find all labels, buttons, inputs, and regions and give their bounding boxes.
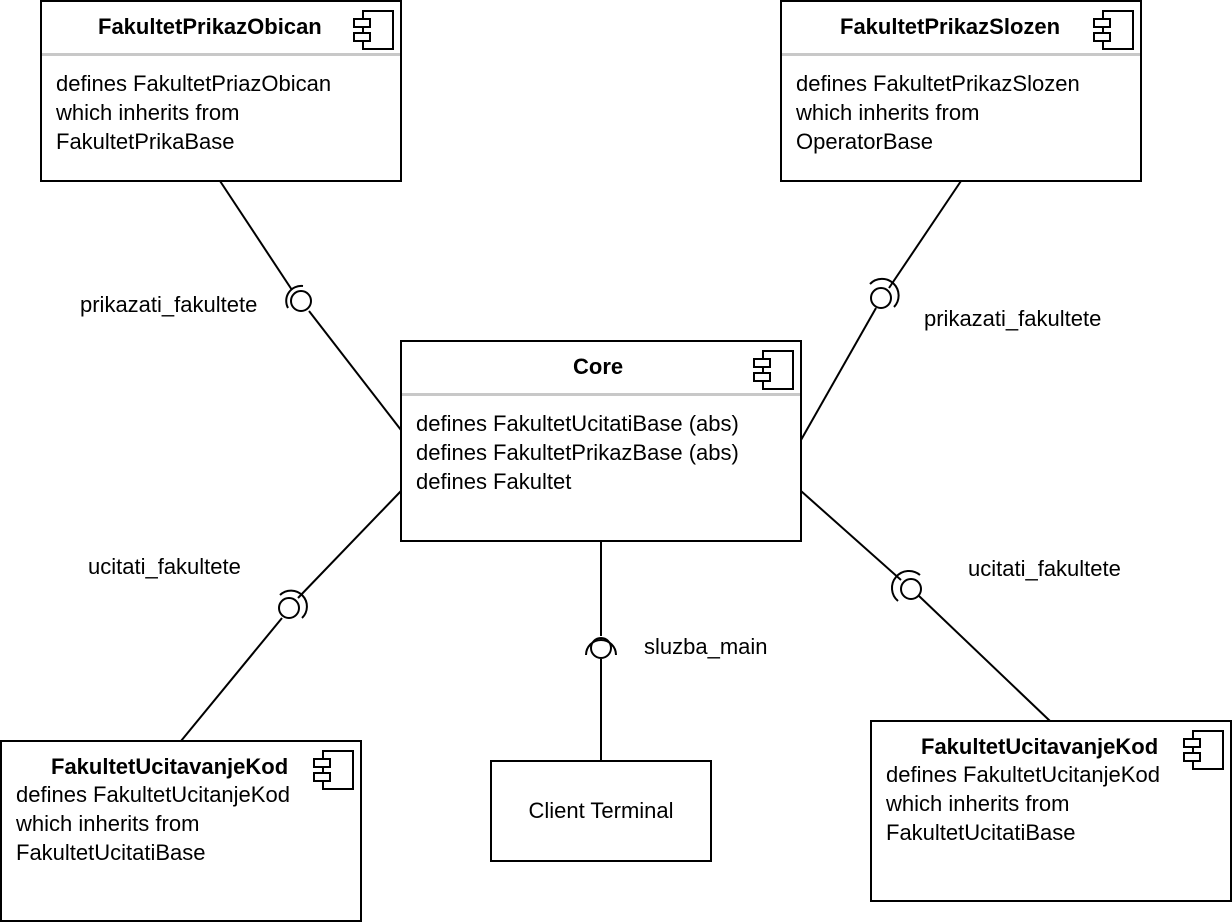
wire-core-provided-top-right <box>800 307 877 441</box>
separator <box>42 53 400 56</box>
interface-label-bottom-right: ucitati_fakultete <box>968 556 1121 581</box>
component-description: defines FakultetUcitatiBase (abs) define… <box>416 409 739 496</box>
client-terminal-label: Client Terminal <box>528 798 674 823</box>
description-line: which inherits from <box>796 100 980 125</box>
socket-bottom-left <box>279 589 308 619</box>
wire-prikaz-obican-required <box>219 180 293 291</box>
description-line: defines Fakultet <box>416 469 572 494</box>
wire-ucitavanje-left-required <box>180 617 283 742</box>
wire-ucitavanje-right-required <box>918 595 1051 722</box>
socket-top-left <box>285 284 304 309</box>
interface-label-bottom-left: ucitati_fakultete <box>88 554 241 579</box>
description-line: which inherits from <box>16 811 200 836</box>
component-fakultet-prikaz-obican[interactable]: FakultetPrikazObican defines FakultetPri… <box>40 0 402 182</box>
component-icon <box>313 750 354 790</box>
component-icon <box>753 350 794 390</box>
socket-bottom-right <box>891 570 921 602</box>
socket-top-right <box>869 277 900 308</box>
component-icon <box>1093 10 1134 50</box>
description-line: which inherits from <box>56 100 240 125</box>
component-title: FakultetUcitavanjeKod <box>921 734 1159 759</box>
description-line: FakultetUcitatiBase <box>886 820 1076 845</box>
interface-label-bottom-center: sluzba_main <box>644 634 768 659</box>
description-line: FakultetPrikaBase <box>56 129 235 154</box>
component-core[interactable]: Core defines FakultetUcitatiBase (abs) d… <box>400 340 802 542</box>
component-title: FakultetPrikazObican <box>98 14 322 39</box>
component-title: FakultetUcitavanjeKod <box>51 754 289 779</box>
description-line: defines FakultetPriazObican <box>56 71 332 96</box>
description-line: defines FakultetUcitanjeKod <box>16 782 290 807</box>
description-line: defines FakultetPrikazSlozen <box>796 71 1080 96</box>
component-client-terminal[interactable]: Client Terminal <box>490 760 712 862</box>
description-line: defines FakultetUcitanjeKod <box>886 762 1160 787</box>
lollipop-top-right <box>870 287 892 309</box>
component-description: defines FakultetPrikazSlozen which inher… <box>796 69 1080 156</box>
component-fakultet-ucitavanje-kod-left[interactable]: FakultetUcitavanjeKod defines FakultetUc… <box>0 740 362 922</box>
description-line: FakultetUcitatiBase <box>16 840 206 865</box>
lollipop-bottom-right <box>900 578 922 600</box>
component-icon <box>1183 730 1224 770</box>
wire-core-provided-top-left <box>308 310 402 431</box>
description-line: OperatorBase <box>796 129 933 154</box>
component-fakultet-prikaz-slozen[interactable]: FakultetPrikazSlozen defines FakultetPri… <box>780 0 1142 182</box>
lollipop-top-left <box>290 290 312 312</box>
separator <box>782 53 1140 56</box>
component-title: FakultetPrikazSlozen <box>840 14 1061 39</box>
lollipop-bottom-left <box>278 597 300 619</box>
wire-core-provided-bottom-left <box>297 490 402 599</box>
lollipop-bottom-center <box>590 637 612 659</box>
wire-core-provided-bottom-right <box>800 490 902 581</box>
component-title: Core <box>573 354 624 379</box>
wire-prikaz-slozen-required <box>888 180 962 289</box>
description-line: defines FakultetPrikazBase (abs) <box>416 440 739 465</box>
interface-label-top-right: prikazati_fakultete <box>924 306 1102 331</box>
component-fakultet-ucitavanje-kod-right[interactable]: FakultetUcitavanjeKod defines FakultetUc… <box>870 720 1232 902</box>
component-description: defines FakultetUcitanjeKod which inheri… <box>16 780 290 867</box>
description-line: defines FakultetUcitatiBase (abs) <box>416 411 739 436</box>
component-icon <box>353 10 394 50</box>
description-line: which inherits from <box>886 791 1070 816</box>
component-description: defines FakultetPriazObican which inheri… <box>56 69 331 156</box>
interface-label-top-left: prikazati_fakultete <box>80 292 258 317</box>
socket-bottom-center <box>585 639 617 656</box>
separator <box>402 393 800 396</box>
component-description: defines FakultetUcitanjeKod which inheri… <box>886 760 1160 847</box>
